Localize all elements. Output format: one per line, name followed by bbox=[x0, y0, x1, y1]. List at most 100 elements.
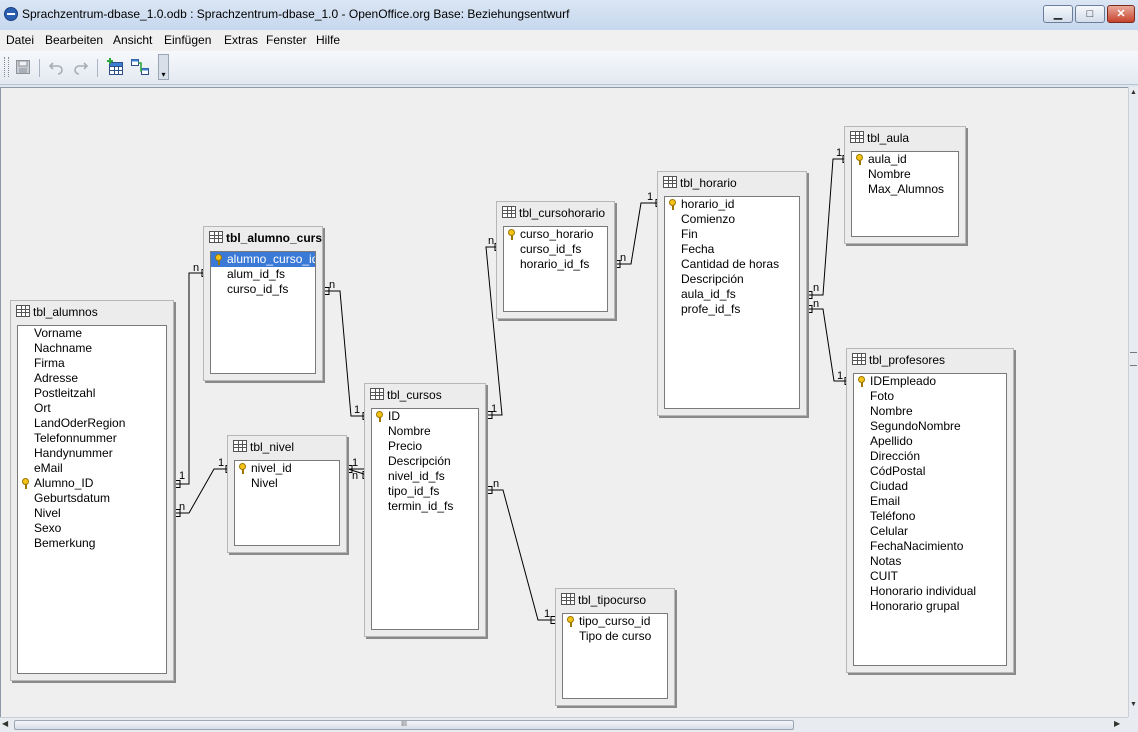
table-field[interactable]: Dirección bbox=[854, 449, 1006, 464]
table-field[interactable]: Comienzo bbox=[665, 212, 799, 227]
table-field[interactable]: Telefonnummer bbox=[18, 431, 166, 446]
table-field[interactable]: IDEmpleado bbox=[854, 374, 1006, 389]
menu-datei[interactable]: Datei bbox=[6, 33, 35, 47]
table-field[interactable]: alum_id_fs bbox=[211, 267, 315, 282]
table-field[interactable]: Nombre bbox=[854, 404, 1006, 419]
table-field[interactable]: SegundoNombre bbox=[854, 419, 1006, 434]
minimize-button[interactable]: ▁ bbox=[1043, 5, 1073, 23]
table-header[interactable]: tbl_alumnos bbox=[11, 301, 173, 323]
horizontal-scrollbar[interactable]: ◀ III ▶ bbox=[0, 717, 1128, 732]
save-icon[interactable] bbox=[14, 58, 32, 76]
table-field[interactable]: Nombre bbox=[372, 424, 478, 439]
table-field[interactable]: Tipo de curso bbox=[563, 629, 667, 644]
table-field[interactable]: Ort bbox=[18, 401, 166, 416]
table-field[interactable]: termin_id_fs bbox=[372, 499, 478, 514]
menu-fenster[interactable]: Fenster bbox=[266, 33, 307, 47]
table-field[interactable]: tipo_curso_id bbox=[563, 614, 667, 629]
table-field[interactable]: Cantidad de horas bbox=[665, 257, 799, 272]
table-field[interactable]: Postleitzahl bbox=[18, 386, 166, 401]
table-header[interactable]: tbl_cursohorario bbox=[497, 202, 614, 224]
menu-hilfe[interactable]: Hilfe bbox=[316, 33, 341, 47]
scroll-grip[interactable] bbox=[1130, 352, 1137, 366]
table-field[interactable]: CUIT bbox=[854, 569, 1006, 584]
menu-einfuegen[interactable]: Einfügen bbox=[164, 33, 212, 47]
table-field[interactable]: Adresse bbox=[18, 371, 166, 386]
menu-ansicht[interactable]: Ansicht bbox=[113, 33, 153, 47]
table-field[interactable]: Firma bbox=[18, 356, 166, 371]
table-field[interactable]: horario_id bbox=[665, 197, 799, 212]
table-field[interactable]: Celular bbox=[854, 524, 1006, 539]
menu-bearbeiten[interactable]: Bearbeiten bbox=[45, 33, 104, 47]
table-field[interactable]: LandOderRegion bbox=[18, 416, 166, 431]
table-field[interactable]: Handynummer bbox=[18, 446, 166, 461]
table-field[interactable]: Notas bbox=[854, 554, 1006, 569]
table-field[interactable]: Alumno_ID bbox=[18, 476, 166, 491]
table-field[interactable]: Email bbox=[854, 494, 1006, 509]
scroll-right-icon[interactable]: ▶ bbox=[1114, 719, 1121, 728]
toolbar-grip[interactable] bbox=[4, 57, 9, 77]
table-field[interactable]: Apellido bbox=[854, 434, 1006, 449]
table-field[interactable]: aula_id bbox=[852, 152, 958, 167]
table-field[interactable]: Fin bbox=[665, 227, 799, 242]
table-field[interactable]: aula_id_fs bbox=[665, 287, 799, 302]
table-header[interactable]: tbl_aula bbox=[845, 127, 965, 149]
table-field[interactable]: Teléfono bbox=[854, 509, 1006, 524]
undo-icon[interactable] bbox=[47, 58, 65, 76]
table-field[interactable]: Vorname bbox=[18, 326, 166, 341]
scroll-up-icon[interactable]: ▲ bbox=[1130, 89, 1137, 96]
new-relation-icon[interactable] bbox=[131, 58, 149, 76]
table-field[interactable]: Fecha bbox=[665, 242, 799, 257]
table-field[interactable]: curso_horario bbox=[504, 227, 607, 242]
table-field[interactable]: Honorario individual bbox=[854, 584, 1006, 599]
table-field[interactable]: CódPostal bbox=[854, 464, 1006, 479]
table-field[interactable]: Max_Alumnos bbox=[852, 182, 958, 197]
table-header[interactable]: tbl_tipocurso bbox=[556, 589, 674, 611]
table-field[interactable]: profe_id_fs bbox=[665, 302, 799, 317]
table-field[interactable]: curso_id_fs bbox=[211, 282, 315, 297]
table-header[interactable]: tbl_profesores bbox=[847, 349, 1013, 371]
table-field[interactable]: Ciudad bbox=[854, 479, 1006, 494]
table-field[interactable]: tipo_id_fs bbox=[372, 484, 478, 499]
table-header[interactable]: tbl_alumno_curso bbox=[204, 227, 322, 249]
table-field[interactable]: ID bbox=[372, 409, 478, 424]
table-header[interactable]: tbl_nivel bbox=[228, 436, 346, 458]
table-field[interactable]: Nachname bbox=[18, 341, 166, 356]
redo-icon[interactable] bbox=[72, 58, 90, 76]
table-field[interactable]: curso_id_fs bbox=[504, 242, 607, 257]
table-field[interactable]: Nivel bbox=[18, 506, 166, 521]
table-field[interactable]: Descripción bbox=[665, 272, 799, 287]
table-field[interactable]: FechaNacimiento bbox=[854, 539, 1006, 554]
toolbar-more-button[interactable]: ▾ bbox=[158, 54, 169, 80]
table-field[interactable]: alumno_curso_id bbox=[211, 252, 315, 267]
table-field[interactable]: eMail bbox=[18, 461, 166, 476]
table-field[interactable]: nivel_id_fs bbox=[372, 469, 478, 484]
close-button[interactable]: ✕ bbox=[1107, 5, 1135, 23]
table-field[interactable]: Nombre bbox=[852, 167, 958, 182]
maximize-button[interactable]: □ bbox=[1075, 5, 1105, 23]
horizontal-scroll-thumb[interactable]: III bbox=[14, 720, 794, 730]
table-field[interactable]: nivel_id bbox=[235, 461, 339, 476]
menu-extras[interactable]: Extras bbox=[224, 33, 259, 47]
table-field[interactable]: Geburtsdatum bbox=[18, 491, 166, 506]
table-field[interactable]: horario_id_fs bbox=[504, 257, 607, 272]
relation-design-canvas[interactable]: 1 n n 1 n 1 1 n 1 n n 1 n 1 bbox=[0, 87, 1129, 718]
table-header[interactable]: tbl_horario bbox=[658, 172, 806, 194]
scroll-down-icon[interactable]: ▼ bbox=[1130, 701, 1137, 708]
table-field[interactable]: Honorario grupal bbox=[854, 599, 1006, 614]
